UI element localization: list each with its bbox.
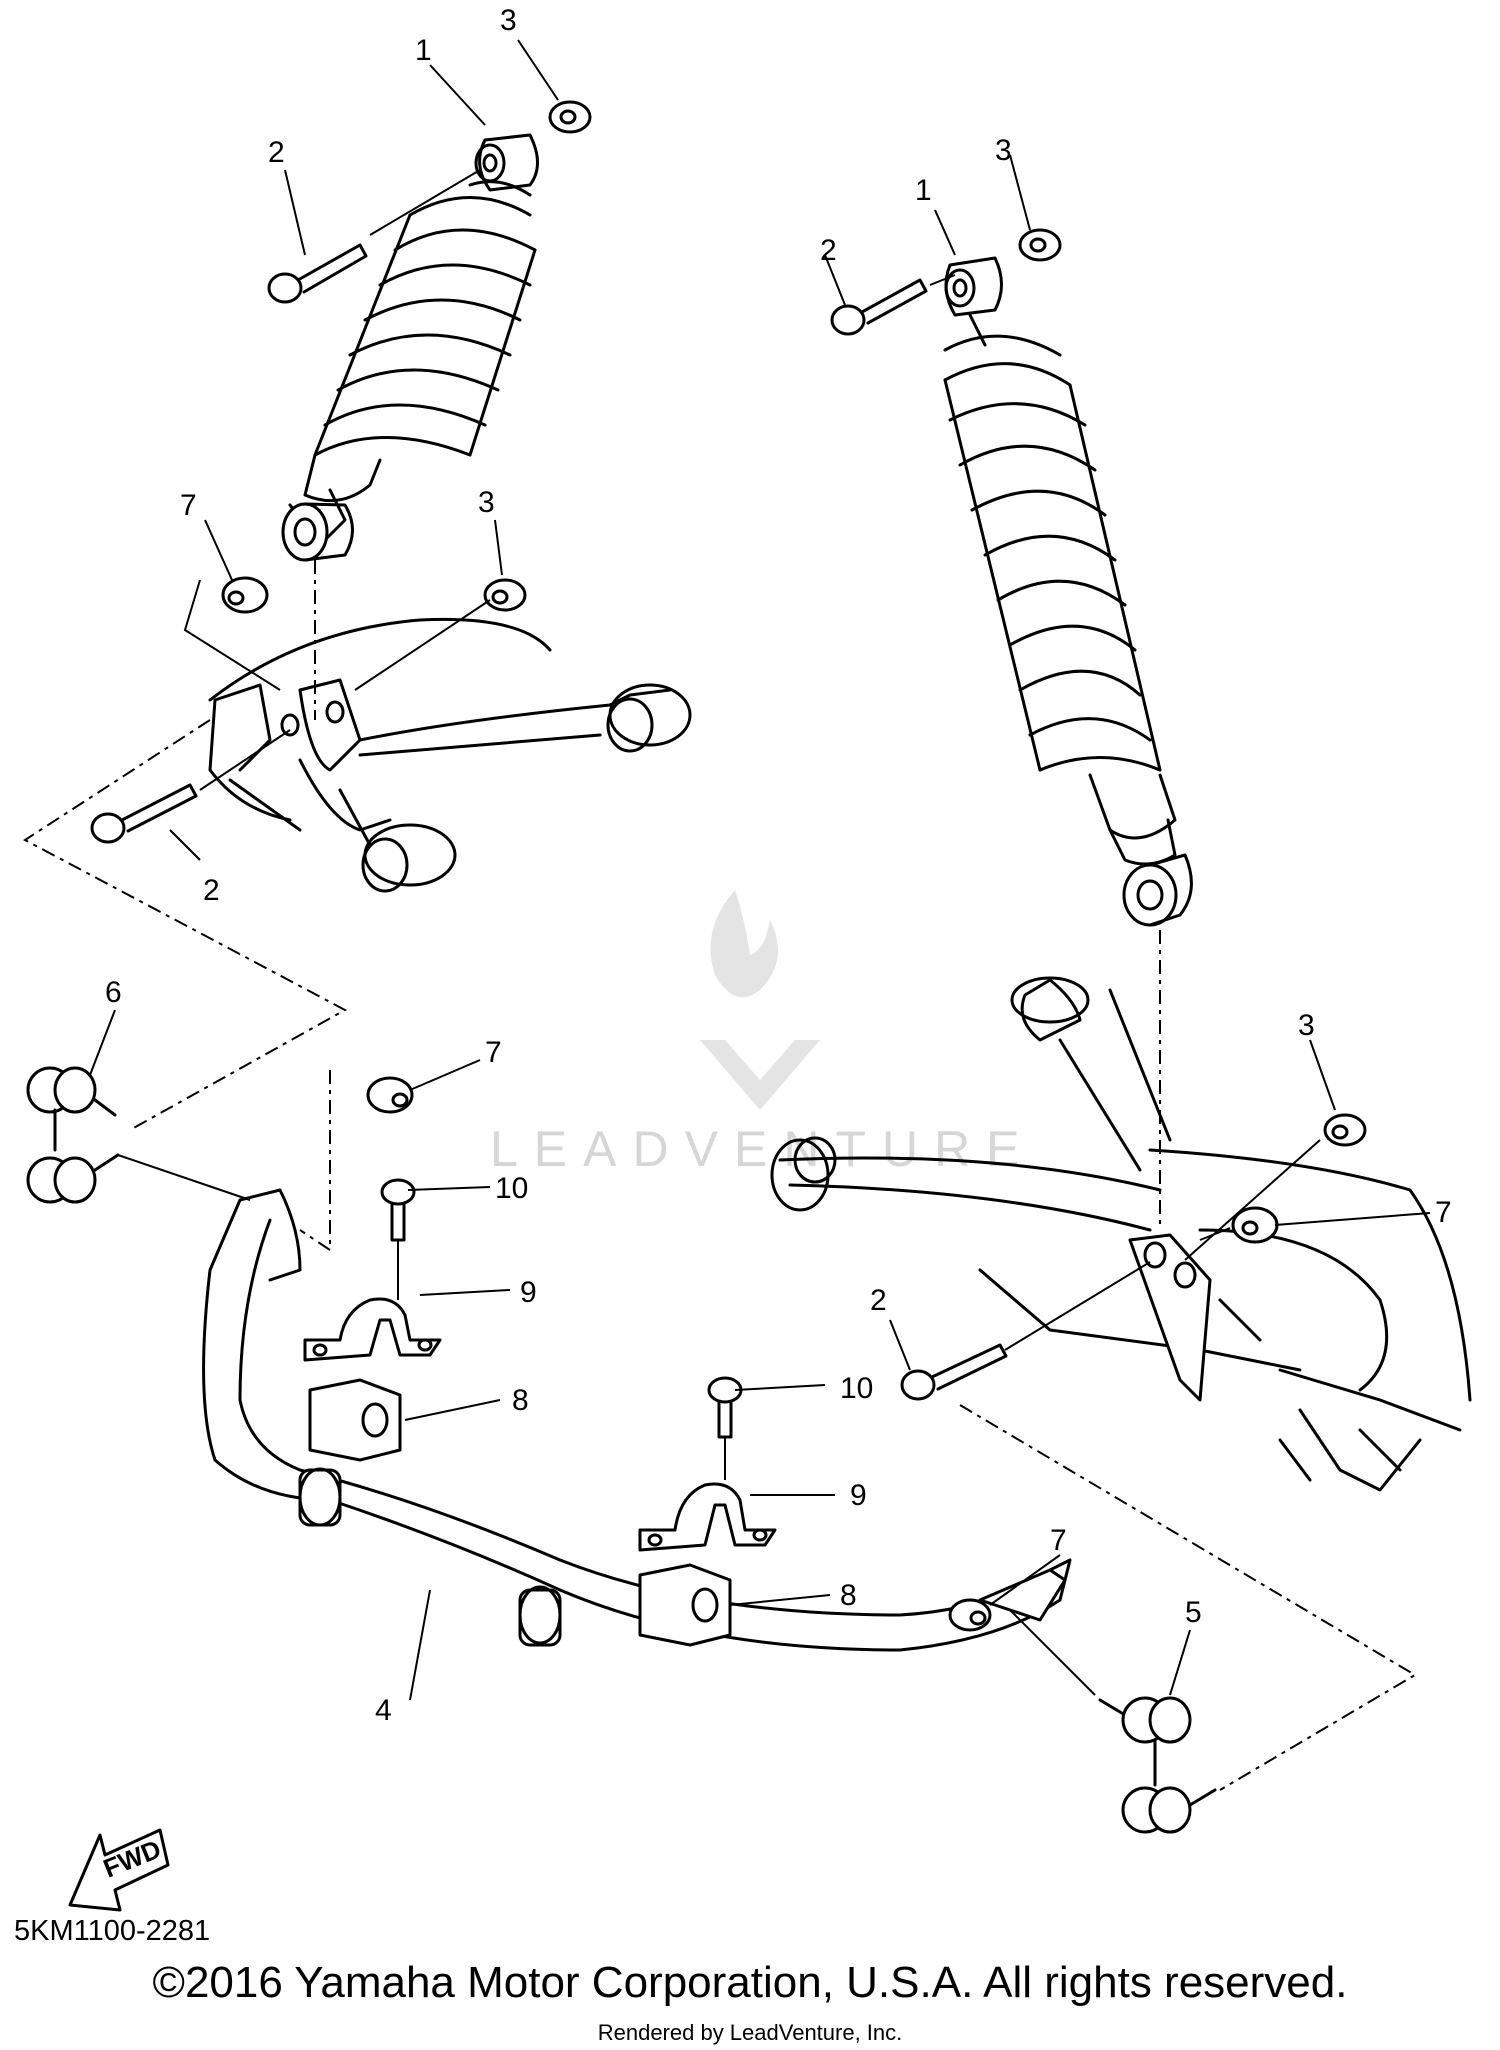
callout-7-a: 7 (180, 489, 197, 522)
callout-8-right: 8 (840, 1579, 857, 1612)
left-shock-absorber (281, 133, 539, 562)
callout-2-mid-left: 2 (203, 874, 220, 907)
callout-3-mid-left: 3 (478, 486, 495, 519)
callout-6: 6 (105, 976, 122, 1009)
callout-1-left: 1 (415, 34, 432, 67)
callout-9-left: 9 (520, 1276, 537, 1309)
bolt-2-top-right (830, 278, 928, 336)
callout-2-top-right: 2 (820, 234, 837, 267)
callout-7-b: 7 (485, 1036, 502, 1069)
callout-9-right: 9 (850, 1479, 867, 1512)
callout-5: 5 (1185, 1596, 1202, 1629)
stabilizer-bushing-right (638, 1563, 732, 1647)
flange-bolt-10-right (707, 1376, 743, 1439)
right-shock-absorber (943, 256, 1193, 927)
callout-10-right: 10 (840, 1372, 873, 1405)
watermark-text: LEADVENTURE (490, 1121, 1036, 1177)
nut-3-top-right (1018, 228, 1062, 262)
nut-3-mid-left (483, 578, 527, 612)
nut-7-b (366, 1076, 414, 1114)
diagram-code: 5KM1100-2281 (14, 1915, 211, 1947)
bushing-bracket-left (303, 1297, 442, 1362)
callout-1-right: 1 (915, 174, 932, 207)
callout-7-d: 7 (1050, 1524, 1067, 1557)
stabilizer-link-right (1098, 1696, 1217, 1834)
callout-7-c: 7 (1435, 1196, 1452, 1229)
nut-7-c (1231, 1206, 1279, 1244)
stabilizer-bushing-left (308, 1378, 402, 1462)
bolt-2-mid-left (90, 783, 198, 844)
callout-3-top-left: 3 (500, 4, 517, 37)
fwd-arrow-icon: FWD (68, 1828, 170, 1912)
nut-7-a (221, 576, 269, 614)
left-a-arm (208, 617, 692, 893)
watermark-logo (700, 890, 820, 1110)
bolt-2-mid-right (900, 1343, 1008, 1401)
callout-4: 4 (375, 1694, 392, 1727)
callout-2-top-left: 2 (268, 136, 285, 169)
callout-10-left: 10 (495, 1172, 528, 1205)
copyright-notice: ©2016 Yamaha Motor Corporation, U.S.A. A… (152, 1958, 1348, 2007)
callout-3-top-right: 3 (995, 134, 1012, 167)
nut-7-d (948, 1598, 992, 1632)
callout-labels: 1 3 2 7 3 2 6 7 10 9 8 4 10 9 8 7 5 1 3 … (105, 4, 1452, 1727)
callout-3-mid-right: 3 (1298, 1009, 1315, 1042)
callout-8-left: 8 (512, 1384, 529, 1417)
assembly-lines (23, 169, 1417, 1791)
nut-3-top-left (548, 100, 592, 134)
rendered-by-credit: Rendered by LeadVenture, Inc. (597, 2020, 903, 2045)
leader-lines (89, 39, 1431, 1701)
bushing-bracket-right (638, 1482, 777, 1552)
bolt-2-top-left (267, 243, 368, 304)
right-a-arm (770, 976, 1472, 1492)
nut-3-mid-right (1323, 1113, 1367, 1147)
stabilizer-link-left (26, 1066, 120, 1204)
stabilizer-bar (202, 1188, 1072, 1652)
callout-2-mid-right: 2 (870, 1284, 887, 1317)
